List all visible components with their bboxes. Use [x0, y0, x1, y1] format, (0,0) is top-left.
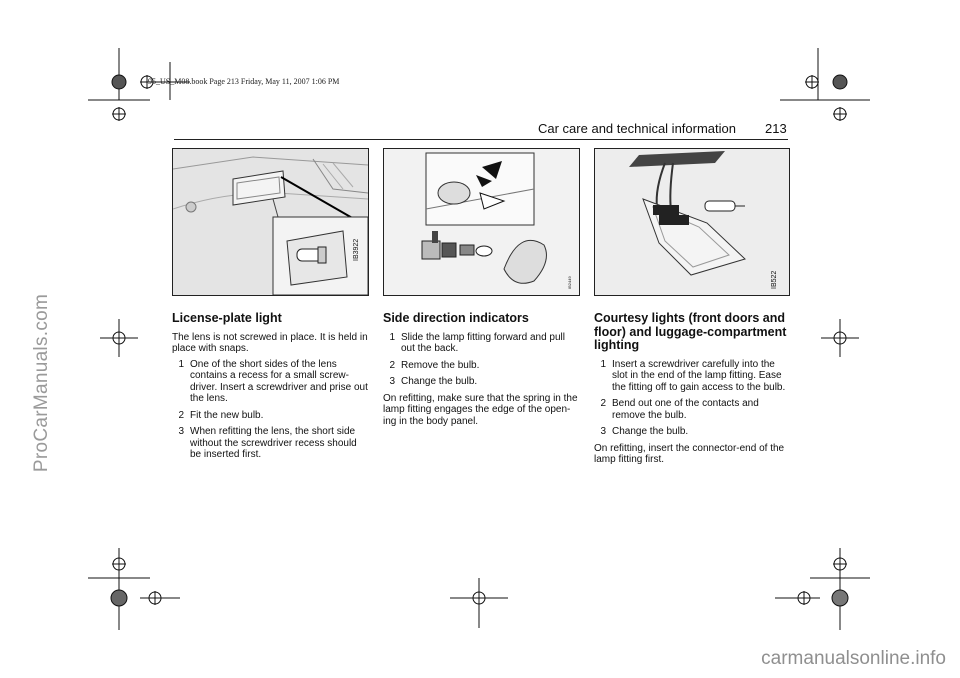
- figure-code: IB2449: [567, 276, 572, 289]
- step-text: Change the bulb.: [401, 376, 478, 387]
- section-outro: On refitting, make sure that the spring …: [383, 392, 578, 427]
- list-item: 2 Fit the new bulb.: [172, 410, 368, 422]
- step-text: One of the short sides of the lens conta…: [190, 358, 368, 405]
- figure-license-plate-light: IB3922: [172, 148, 369, 296]
- section-outro: On refitting, insert the connector-end o…: [594, 442, 785, 466]
- step-number: 1: [389, 331, 395, 343]
- book-info: 95_US_M08.book Page 213 Friday, May 11, …: [148, 77, 340, 86]
- step-list: 1 Slide the lamp fitting forward and pull…: [383, 332, 579, 388]
- figure-courtesy-lights: IB522: [594, 148, 790, 296]
- step-text: Remove the bulb.: [401, 359, 480, 371]
- list-item: 2 Bend out one of the contacts and remove…: [594, 398, 790, 421]
- step-text: Bend out one of the contacts and remove …: [612, 398, 759, 421]
- step-text: When refitting the lens, the short side …: [190, 426, 357, 460]
- list-item: 1 One of the short sides of the lens cont…: [172, 359, 368, 405]
- step-text: Change the bulb.: [612, 426, 689, 437]
- step-text: Fit the new bulb.: [190, 409, 264, 421]
- page-number: 213: [765, 121, 787, 136]
- step-number: 2: [389, 359, 395, 371]
- section-title: Courtesy lights (front doors and floor) …: [594, 311, 787, 352]
- section-license-plate-light: License-plate light The lens is not scre…: [172, 311, 368, 466]
- step-text: Slide the lamp fitting forward and pull …: [401, 331, 565, 355]
- step-number: 1: [600, 358, 606, 370]
- figure-code: IB522: [771, 270, 778, 289]
- page-header-title: Car care and technical information: [538, 121, 736, 136]
- step-text: Insert a screwdriver carefully into the …: [612, 358, 786, 393]
- list-item: 1 Slide the lamp fitting forward and pull…: [383, 332, 579, 355]
- figure-side-direction-indicators: IB2449: [383, 148, 580, 296]
- list-item: 3 Change the bulb.: [594, 426, 790, 438]
- step-number: 3: [389, 376, 395, 387]
- list-item: 3 Change the bulb.: [383, 376, 579, 388]
- step-number: 3: [178, 426, 184, 437]
- section-title: License-plate light: [172, 311, 282, 325]
- section-intro: The lens is not screwed in place. It is …: [172, 331, 368, 355]
- step-number: 2: [600, 398, 606, 409]
- section-side-direction-indicators: Side direction indicators 1 Slide the lam…: [383, 311, 579, 431]
- step-number: 3: [600, 426, 606, 437]
- header-rule: [174, 139, 788, 140]
- footer-watermark: carmanualsonline.info: [761, 648, 946, 669]
- section-title: Side direction indicators: [383, 311, 529, 325]
- step-number: 2: [178, 409, 184, 421]
- list-item: 3 When refitting the lens, the short side…: [172, 426, 368, 461]
- list-item: 1 Insert a screwdriver carefully into the…: [594, 359, 790, 394]
- list-item: 2 Remove the bulb.: [383, 360, 579, 372]
- step-list: 1 One of the short sides of the lens cont…: [172, 359, 368, 461]
- section-courtesy-lights: Courtesy lights (front doors and floor) …: [594, 311, 790, 470]
- step-list: 1 Insert a screwdriver carefully into the…: [594, 359, 790, 438]
- step-number: 1: [178, 358, 184, 370]
- figure-code: IB3922: [353, 238, 360, 261]
